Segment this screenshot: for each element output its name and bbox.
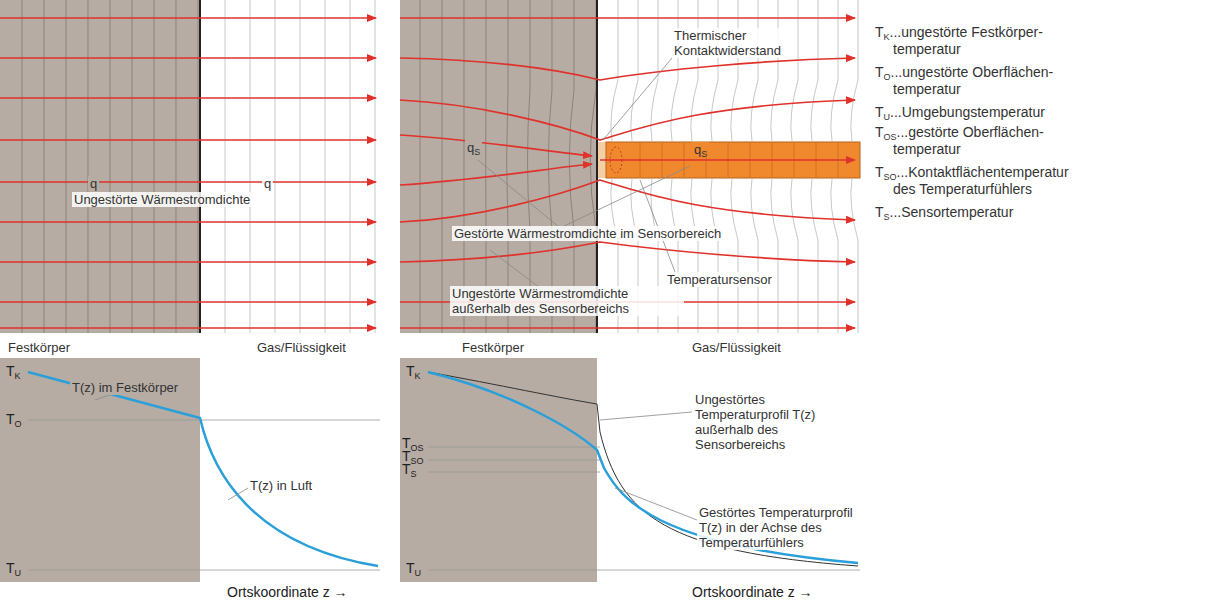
annotation: q <box>262 176 273 191</box>
isotherm <box>507 0 508 333</box>
annotation: Ungestörte Wärmestromdichte außerhalb de… <box>450 286 684 316</box>
axis-label: TU <box>4 561 23 576</box>
annotation: qS <box>692 142 709 157</box>
isotherm <box>611 0 618 141</box>
isotherm <box>132 0 133 333</box>
isotherm <box>731 0 738 141</box>
isotherm <box>250 0 251 333</box>
symbol-definition: TU...Umgebungstemperatur <box>875 104 1195 121</box>
isotherm <box>110 0 111 333</box>
isotherm <box>176 0 177 333</box>
heat-flux-arrow <box>0 97 376 99</box>
heat-flux-arrow <box>0 57 376 59</box>
isotherm <box>811 0 818 141</box>
annotation: Ungestörte Wärmestromdichte <box>72 192 252 207</box>
isotherm <box>528 0 531 333</box>
annotation: Thermischer Kontaktwiderstand <box>672 28 786 58</box>
axis-label: Ortskoordinate z → <box>225 585 350 600</box>
isotherm <box>66 0 67 333</box>
isotherm <box>350 0 351 333</box>
annotation: Gestörtes Temperaturprofil T(z) in der A… <box>697 505 871 550</box>
isotherm <box>851 179 858 333</box>
solid-region <box>0 0 200 333</box>
annotation: Ungestörtes Temperaturprofil T(z) außerh… <box>693 392 862 452</box>
heat-flux-arrows <box>0 18 376 328</box>
isotherm-lines <box>22 0 198 333</box>
symbol-definition: TK...ungestörte Festkörper- temperatur <box>875 24 1085 58</box>
isotherm <box>548 0 552 333</box>
isotherm <box>325 0 326 333</box>
temperature-profile <box>28 372 378 566</box>
heat-flux-arrows <box>400 18 855 328</box>
isotherm <box>631 0 638 141</box>
annotation: Festkörper <box>6 340 72 355</box>
isotherm <box>811 179 818 333</box>
annotation: qS <box>465 140 482 155</box>
annotation: Gestörte Wärmestromdichte im Sensorberei… <box>452 226 723 241</box>
heat-flux-arrow <box>0 139 376 141</box>
annotation: q <box>88 176 99 191</box>
axis-label: TS <box>400 462 419 477</box>
heat-flux-arrow <box>0 301 376 303</box>
isotherm <box>771 179 778 333</box>
isotherm <box>420 0 421 333</box>
axis-label: TU <box>404 561 423 576</box>
isotherm <box>831 0 838 141</box>
isotherm <box>751 179 758 333</box>
isotherm <box>88 0 89 333</box>
isotherm <box>300 0 301 333</box>
isotherm <box>711 179 718 333</box>
isotherm <box>651 0 658 141</box>
annotation: T(z) im Festkörper <box>70 380 180 395</box>
isotherm <box>691 179 698 333</box>
symbol-definition: TOS...gestörte Oberflächen- temperatur <box>875 124 1085 158</box>
isotherm <box>375 0 376 333</box>
isotherm <box>751 0 758 141</box>
heat-flux-arrow <box>0 181 376 183</box>
isotherm <box>464 0 465 333</box>
heat-flux-arrow <box>0 261 376 263</box>
symbol-definition: TSO...Kontaktflächentemperatur des Tempe… <box>875 164 1095 198</box>
isotherm <box>711 0 718 141</box>
axis-label: TK <box>404 364 423 379</box>
heat-flux-arrow <box>0 327 376 329</box>
isotherm <box>691 0 698 141</box>
heat-flux-arrow <box>0 17 376 19</box>
isotherm <box>791 0 798 141</box>
axis-label: TK <box>4 364 23 379</box>
isotherm <box>590 0 596 333</box>
isotherm <box>275 0 276 333</box>
isotherm <box>225 0 226 333</box>
surface-line <box>199 0 201 333</box>
annotation: Gas/Flüssigkeit <box>690 340 783 355</box>
solid-region <box>0 358 200 582</box>
axis-label: Ortskoordinate z → <box>690 585 815 600</box>
isotherm <box>154 0 155 333</box>
leader-lines <box>478 58 690 288</box>
isotherm <box>851 0 858 141</box>
symbol-definition: TS...Sensortemperatur <box>875 204 1195 221</box>
isotherm <box>831 179 838 333</box>
surface-line <box>596 0 598 333</box>
isotherm <box>44 0 45 333</box>
isotherm <box>791 179 798 333</box>
isotherm <box>771 0 778 141</box>
solid-region <box>400 0 597 333</box>
isotherm <box>22 0 23 333</box>
annotation: Festkörper <box>460 340 526 355</box>
axis-label: TO <box>4 412 24 427</box>
solid-region <box>400 358 597 582</box>
annotation: Temperatursensor <box>665 272 774 287</box>
annotation: T(z) in Luft <box>248 478 314 493</box>
symbol-definition: TO...ungestörte Oberflächen- temperatur <box>875 64 1085 98</box>
isotherm <box>198 0 199 333</box>
heat-flux-arrow <box>0 221 376 223</box>
isotherm <box>442 0 443 333</box>
annotation: Gas/Flüssigkeit <box>255 340 348 355</box>
isotherm-lines <box>225 0 375 333</box>
